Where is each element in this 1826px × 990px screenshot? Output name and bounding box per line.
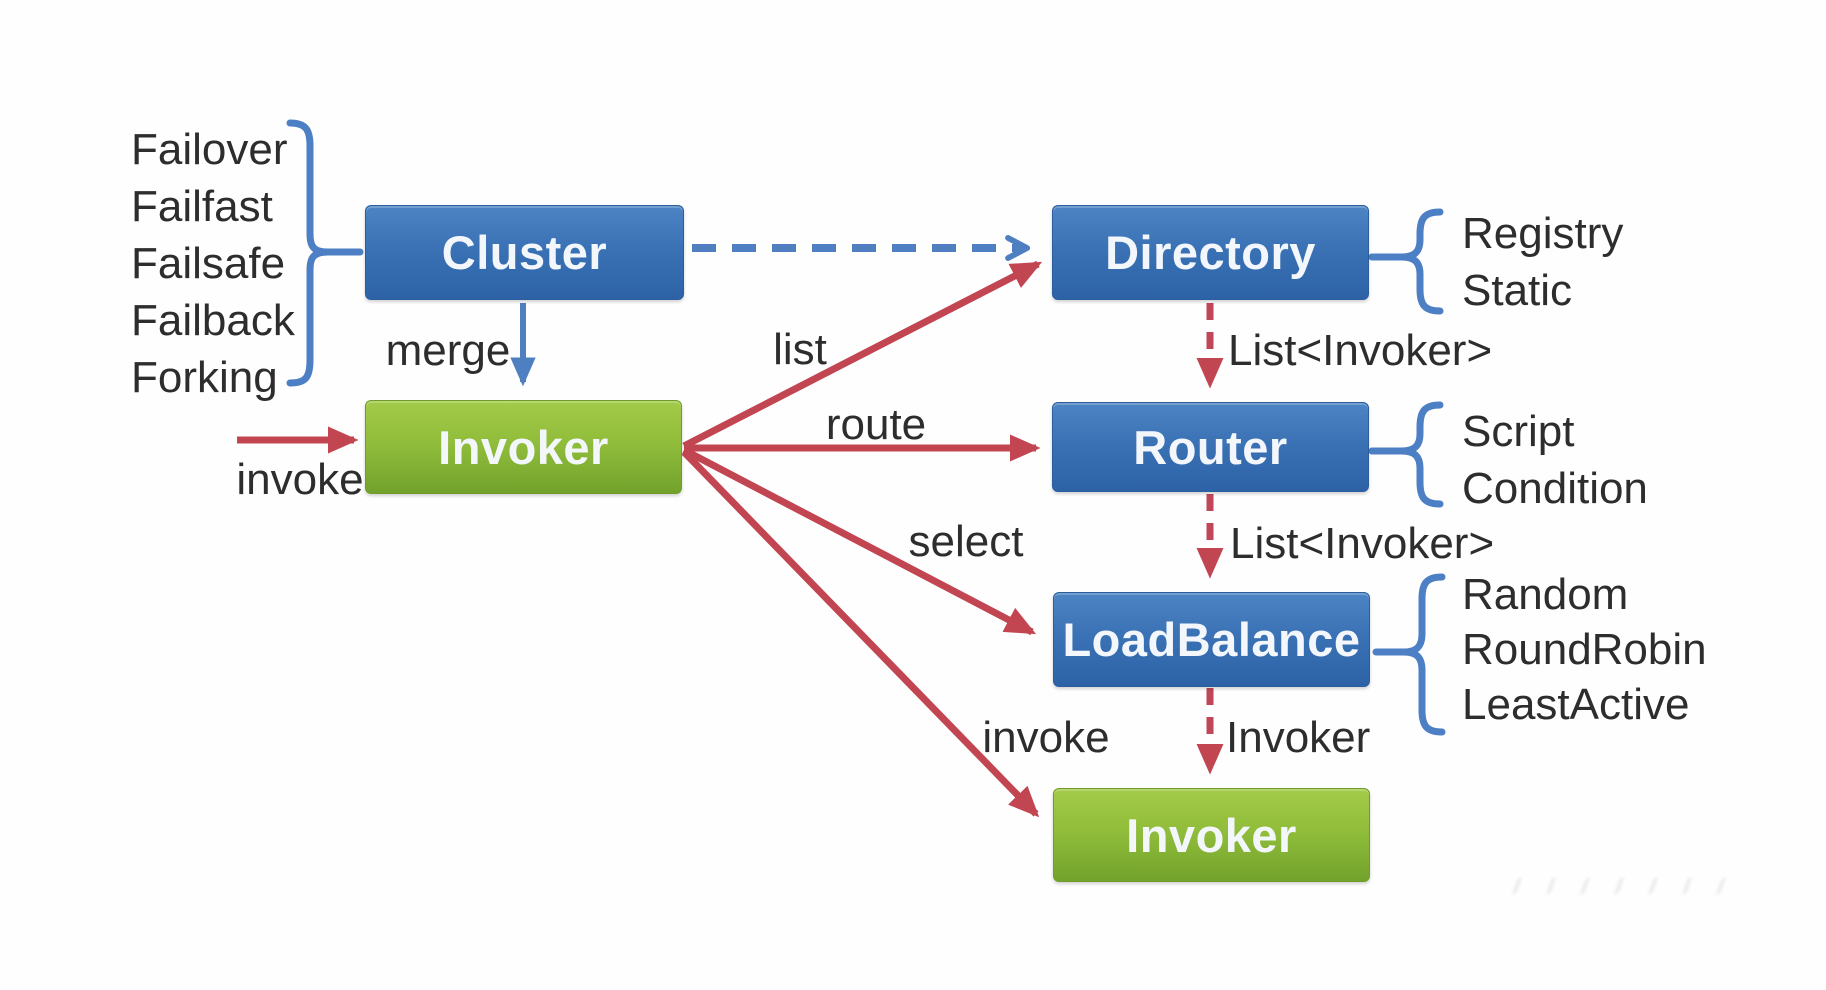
brace-loadbalance-options — [1372, 573, 1446, 736]
directory-options-list: Registry Static — [1462, 205, 1623, 319]
loadbalance-option-random: Random — [1462, 570, 1629, 619]
edge-label-list-invoker-2: List<Invoker> — [1230, 519, 1495, 568]
loadbalance-options-list: Random RoundRobin LeastActive — [1462, 567, 1707, 732]
box-cluster: Cluster — [365, 205, 684, 300]
edge-label-invoker-result: Invoker — [1226, 713, 1371, 762]
box-directory-label: Directory — [1105, 226, 1316, 279]
directory-option-registry: Registry — [1462, 209, 1624, 258]
cluster-option-failfast: Failfast — [131, 182, 273, 231]
box-directory: Directory — [1052, 205, 1369, 300]
loadbalance-option-leastactive: LeastActive — [1462, 680, 1690, 729]
box-invoker-main-label: Invoker — [438, 420, 609, 474]
box-router-label: Router — [1133, 420, 1288, 474]
box-cluster-label: Cluster — [441, 226, 608, 279]
router-option-script: Script — [1462, 407, 1575, 456]
brace-router-options — [1368, 401, 1444, 508]
cluster-option-failsafe: Failsafe — [131, 239, 286, 288]
box-router: Router — [1052, 402, 1369, 492]
arrow-invoker-list-directory — [682, 260, 1043, 450]
router-option-condition: Condition — [1462, 464, 1648, 513]
edge-label-select: select — [908, 517, 1024, 566]
directory-option-static: Static — [1462, 266, 1573, 315]
loadbalance-option-roundrobin: RoundRobin — [1462, 625, 1707, 674]
edge-label-merge: merge — [385, 326, 511, 375]
arrow-invoker-invoke-invoker — [681, 449, 1040, 818]
box-invoker-result: Invoker — [1053, 788, 1370, 882]
box-loadbalance-label: LoadBalance — [1062, 613, 1361, 666]
brace-cluster-options — [286, 119, 364, 387]
box-invoker-result-label: Invoker — [1126, 808, 1297, 862]
arrow-invoker-select-loadbalance — [682, 446, 1037, 636]
edge-label-invoke-left: invoke — [236, 455, 364, 504]
cluster-option-failover: Failover — [131, 125, 288, 174]
edge-label-route: route — [825, 400, 927, 449]
brace-directory-options — [1368, 208, 1444, 315]
box-invoker-main: Invoker — [365, 400, 682, 494]
cluster-options-list: Failover Failfast Failsafe Failback Fork… — [131, 121, 295, 406]
cluster-option-forking: Forking — [131, 353, 278, 402]
cluster-option-failback: Failback — [131, 296, 295, 345]
box-loadbalance: LoadBalance — [1053, 592, 1370, 687]
edge-label-invoke-bottom: invoke — [982, 713, 1110, 762]
background-smudge — [1512, 878, 1748, 894]
router-options-list: Script Condition — [1462, 403, 1648, 517]
edge-label-list-invoker-1: List<Invoker> — [1228, 326, 1493, 375]
edge-label-list: list — [773, 325, 827, 374]
